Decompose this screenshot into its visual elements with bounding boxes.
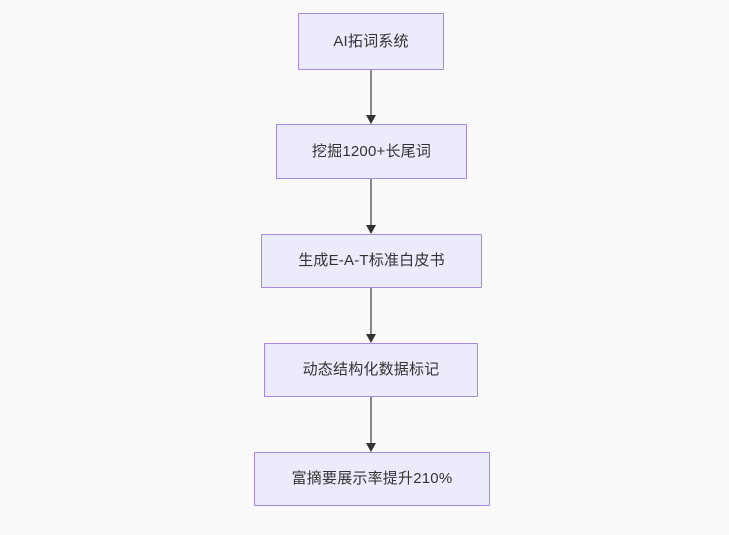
arrow-down-icon	[366, 334, 376, 343]
flowchart-node-label: 生成E-A-T标准白皮书	[298, 252, 445, 269]
flowchart-node-ai-keyword-system[interactable]: AI拓词系统	[298, 13, 444, 70]
arrow-down-icon	[366, 115, 376, 124]
flowchart-node-label: 富摘要展示率提升210%	[291, 470, 453, 487]
arrow-down-icon	[366, 225, 376, 234]
flowchart-node-generate-eat-whitepaper[interactable]: 生成E-A-T标准白皮书	[261, 234, 482, 288]
edge-line	[370, 179, 372, 225]
flowchart-node-rich-snippet-impression-uplift[interactable]: 富摘要展示率提升210%	[254, 452, 490, 506]
edge-line	[370, 70, 372, 115]
arrow-down-icon	[366, 443, 376, 452]
flowchart-node-mine-longtail-keywords[interactable]: 挖掘1200+长尾词	[276, 124, 467, 179]
flowchart-node-dynamic-structured-data-markup[interactable]: 动态结构化数据标记	[264, 343, 478, 397]
flowchart-node-label: AI拓词系统	[333, 32, 409, 50]
flowchart-node-label: 挖掘1200+长尾词	[311, 142, 432, 160]
edge-line	[370, 397, 372, 443]
edge-line	[370, 288, 372, 334]
flowchart-node-label: 动态结构化数据标记	[302, 361, 440, 378]
